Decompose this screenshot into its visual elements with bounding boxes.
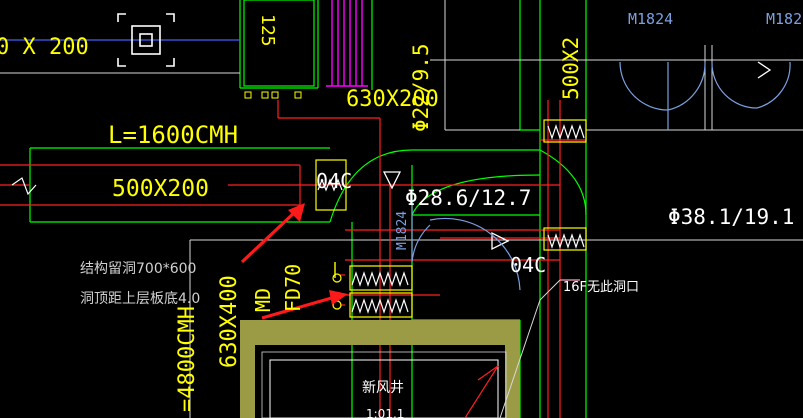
door-m1824-b-label: M182	[766, 10, 802, 28]
fresh-air-shaft[interactable]	[240, 320, 520, 418]
break-symbol	[11, 177, 37, 196]
dim-500x200-label: 500X200	[112, 176, 209, 202]
flexible-connector-marks	[317, 124, 585, 314]
door-m1824-a-label: M1824	[628, 10, 673, 28]
note-structure-1-label: 结构留洞700*600	[80, 261, 196, 277]
red-annotation-arrows	[240, 203, 348, 320]
shaft-sub-label: 1:01.1	[366, 407, 404, 418]
flow-l1600-label: L=1600CMH	[108, 121, 238, 149]
door-m1824-c-label: M1824	[395, 211, 410, 250]
note-16f-label: 16F无此洞口	[563, 280, 639, 295]
red-duct-lines	[0, 100, 586, 418]
duct-125-label: 125	[257, 14, 278, 47]
note-structure-2-label: 洞顶距上层板底4.0	[80, 291, 200, 307]
tag-04c-upper-label: 04C	[316, 169, 352, 193]
tag-04c-lower-label: 04C	[510, 253, 546, 277]
flow-arrows	[382, 61, 772, 251]
door-arcs	[411, 61, 791, 291]
yellow-duct-frames	[315, 119, 587, 318]
dim-phi-28-label: Φ28.6/12.7	[405, 186, 531, 210]
tag-fd70-label: FD70	[281, 264, 305, 312]
note-leader-line	[499, 279, 561, 418]
dim-phi-38-label: Φ38.1/19.1	[668, 205, 794, 229]
tag-md-label: MD	[251, 288, 275, 312]
fan-coil-unit[interactable]	[243, 0, 368, 99]
dim-top-left-label: 0 X 200	[0, 35, 89, 60]
flow-4800-label: =4800CMH	[175, 306, 200, 412]
air-diffuser-symbol[interactable]	[117, 13, 175, 67]
shaft-name-label: 新风井	[362, 380, 404, 396]
dim-630x200-label: 630X200	[346, 87, 439, 112]
dim-630x400-label: 630X400	[217, 275, 242, 368]
dim-500x-vertical-label: 500X2	[559, 37, 583, 100]
dim-phi-22-label: Φ22/9.5	[409, 43, 433, 132]
